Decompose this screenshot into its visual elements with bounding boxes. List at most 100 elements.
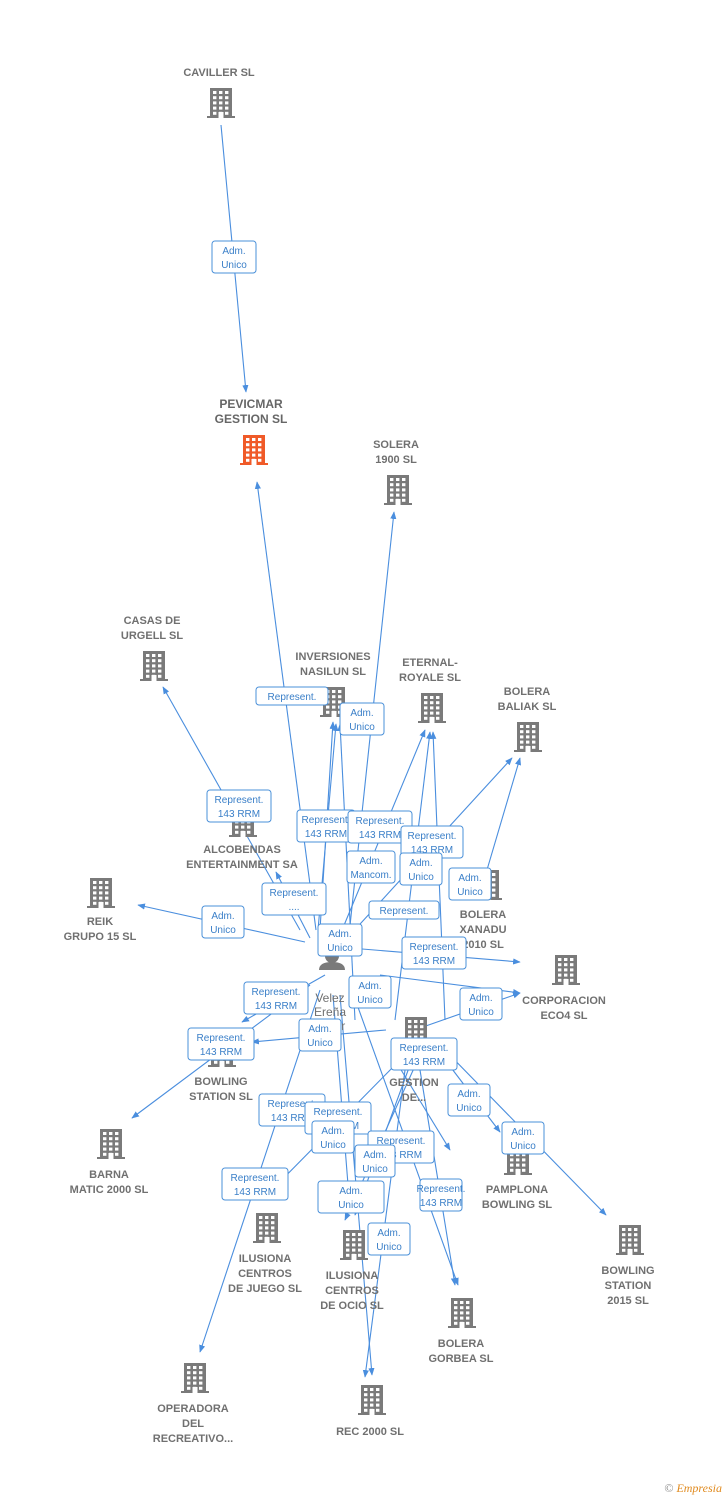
company-label: CASAS DE <box>124 615 181 627</box>
company-label: 1900 SL <box>375 454 417 466</box>
company-label: DEL <box>182 1418 204 1430</box>
relation-label-box[interactable]: Represent.143 RRM <box>347 810 413 844</box>
relation-label-text: 143 RRM <box>305 829 347 840</box>
company-label: REIK <box>87 916 113 928</box>
relation-label-text: 143 RRM <box>255 1001 297 1012</box>
relation-label-box[interactable]: Represent.143 RRM <box>187 1027 255 1061</box>
relation-label-box[interactable]: Represent..... <box>261 882 327 916</box>
relation-label-text: Adm. <box>359 856 382 867</box>
relation-label-text: Adm. <box>328 929 351 940</box>
relation-label-text: Unico <box>456 1103 482 1114</box>
relation-label-box[interactable]: Adm.Unico <box>201 905 245 939</box>
relation-label-box[interactable]: Adm.Unico <box>448 867 492 901</box>
company-node-eternal[interactable]: ETERNAL-ROYALE SL <box>399 657 461 723</box>
company-label: GORBEA SL <box>429 1353 494 1365</box>
relation-arrow <box>254 481 317 931</box>
building-icon <box>207 88 235 118</box>
relation-label-box[interactable]: Adm. Unico <box>459 987 503 1021</box>
relation-label-box[interactable]: Adm.Unico <box>298 1018 342 1052</box>
relation-arrow <box>483 757 521 881</box>
relation-arrow <box>391 1054 451 1151</box>
relation-label-text: Adm. <box>350 708 373 719</box>
relation-label-text: Represent. <box>380 906 429 917</box>
relation-label-text: Represent. <box>252 987 301 998</box>
relation-arrow <box>419 1069 457 1286</box>
company-node-caviller[interactable]: CAVILLER SL <box>183 67 255 118</box>
relation-label-text: Mancom. <box>350 870 391 881</box>
company-label: XANADU <box>459 924 506 936</box>
company-label: DE OCIO SL <box>320 1300 384 1312</box>
relation-label-box[interactable]: Represent. 143 RRM <box>296 809 356 843</box>
relation-label-box[interactable]: Adm.Unico <box>311 1120 355 1154</box>
company-label: GESTION <box>389 1077 439 1089</box>
relation-label-box[interactable]: Adm.Unico <box>339 702 385 736</box>
relation-label-text: Adm. <box>377 1228 400 1239</box>
relation-label-text: Adm. <box>469 993 492 1004</box>
relation-label-box[interactable]: Represent. <box>368 900 440 920</box>
relation-label-text: 143 RRM <box>234 1187 276 1198</box>
company-label: BOWLING <box>194 1076 247 1088</box>
relation-label-box[interactable]: Adm.Unico <box>211 240 257 274</box>
relation-label-box[interactable]: Adm.Unico <box>399 852 443 886</box>
relation-label-text: Unico <box>338 1200 364 1211</box>
building-icon <box>140 651 168 681</box>
relation-label-text: Represent. <box>268 692 317 703</box>
relation-label-box[interactable]: Represent. 143 RRM <box>243 981 309 1015</box>
company-node-operadora[interactable]: OPERADORADELRECREATIVO... <box>153 1363 233 1445</box>
relation-label-box[interactable]: Adm.Unico <box>348 975 392 1009</box>
relation-label-text: 143 RRM <box>200 1047 242 1058</box>
building-icon <box>253 1213 281 1243</box>
relation-label-box[interactable]: Adm.Unico <box>354 1144 396 1178</box>
relation-label-text: Represent. <box>377 1136 426 1147</box>
relation-label-box[interactable]: Adm. Unico <box>447 1083 491 1117</box>
relation-label-text: 143 RRM <box>359 830 401 841</box>
relation-label-text: Adm. <box>339 1186 362 1197</box>
footer-credit[interactable]: © Empresia <box>664 1481 722 1496</box>
relation-label-box[interactable]: Represent. <box>255 686 329 706</box>
company-label: ILUSIONA <box>239 1253 292 1265</box>
relation-label-box[interactable]: Represent.143 RRM <box>417 1178 466 1212</box>
relation-label-text: Unico <box>307 1038 333 1049</box>
relation-label-text: 143 RRM <box>380 1150 422 1161</box>
company-label: DE... <box>402 1092 426 1104</box>
relation-label-box[interactable]: Adm.Unico <box>317 923 363 957</box>
relation-label-text: Unico <box>468 1007 494 1018</box>
relation-label-box[interactable]: Adm.Unico <box>367 1222 411 1256</box>
relation-label-box[interactable]: Represent.143 RRM <box>401 936 467 970</box>
relation-label-text: Adm. <box>457 1089 480 1100</box>
relation-label-box[interactable]: Represent.143 RRM <box>221 1167 289 1201</box>
company-label: MATIC 2000 SL <box>70 1184 149 1196</box>
relation-label-box[interactable]: Adm. Unico <box>317 1180 385 1214</box>
company-node-rec2000[interactable]: REC 2000 SL <box>336 1385 404 1438</box>
building-icon <box>87 878 115 908</box>
company-label: ECO4 SL <box>540 1010 587 1022</box>
relation-label-box[interactable]: Represent.143 RRM <box>206 789 272 823</box>
company-label: ALCOBENDAS <box>203 844 281 856</box>
relation-label-box[interactable]: Adm. Mancom. <box>346 850 396 884</box>
company-label: DE JUEGO SL <box>228 1283 302 1295</box>
person-label: Ereña <box>314 1005 346 1019</box>
building-icon <box>514 722 542 752</box>
relation-label-text: Represent. <box>302 815 351 826</box>
building-icon <box>448 1298 476 1328</box>
building-icon <box>240 435 268 465</box>
relation-label-box[interactable]: Adm.Unico <box>501 1121 545 1155</box>
copyright-symbol: © <box>664 1481 674 1495</box>
company-label: 2015 SL <box>607 1295 649 1307</box>
relation-label-box[interactable]: Represent.143 RRM <box>390 1037 458 1071</box>
relation-label-text: Represent. <box>215 795 264 806</box>
building-icon <box>384 475 412 505</box>
